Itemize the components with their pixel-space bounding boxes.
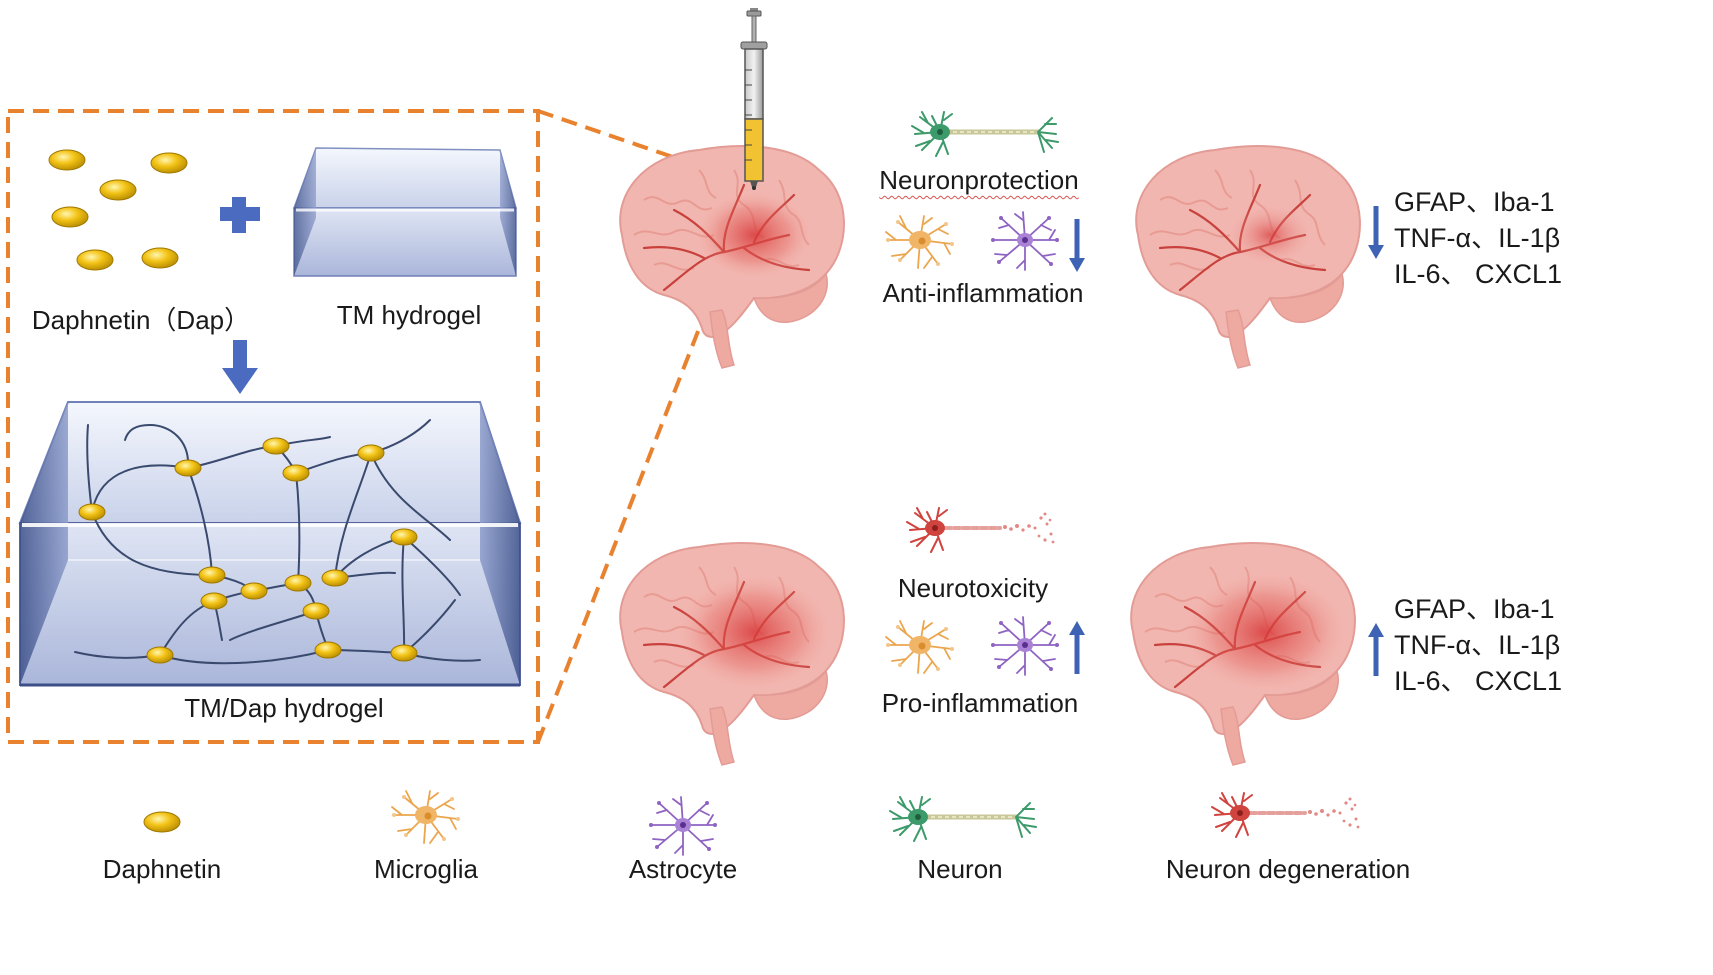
astrocyte-icon-upper <box>990 211 1060 271</box>
daphnetin-particles <box>48 149 188 271</box>
legend-daphnetin-icon <box>143 811 181 833</box>
zoom-line-top <box>537 109 756 187</box>
marker-line: IL-6、 CXCL1 <box>1394 259 1563 289</box>
legend-neuron-label: Neuron <box>917 854 1003 884</box>
marker-list-upper: GFAP、Iba-1 TNF-α、IL-1β IL-6、 CXCL1 <box>1394 184 1562 292</box>
neurotoxicity-label: Neurotoxicity <box>897 573 1049 603</box>
down-arrow-icon-markers <box>1368 206 1384 259</box>
marker-line: GFAP、Iba-1 <box>1394 594 1555 624</box>
brain-untreated-result <box>1130 541 1357 767</box>
down-arrow-icon-glia <box>1069 219 1085 272</box>
marker-line: IL-6、 CXCL1 <box>1394 666 1563 696</box>
pro-inflammation-label: Pro-inflammation <box>881 688 1079 718</box>
tm-dap-hydrogel-label: TM/Dap hydrogel <box>184 693 384 723</box>
combine-arrow-icon <box>222 340 258 394</box>
astrocyte-icon-lower <box>990 616 1060 676</box>
marker-line: TNF-α、IL-1β <box>1394 630 1561 660</box>
neuron-healthy-icon <box>912 112 1058 156</box>
brain-untreated <box>619 541 846 767</box>
brain-treated-injection <box>619 144 846 370</box>
marker-line: TNF-α、IL-1β <box>1394 223 1561 253</box>
anti-inflammation-label: Anti-inflammation <box>882 278 1084 308</box>
tm-hydrogel-cube <box>292 147 517 277</box>
legend-daphnetin-label: Daphnetin <box>102 854 222 884</box>
tm-hydrogel-label: TM hydrogel <box>336 300 482 330</box>
plus-icon <box>220 197 260 233</box>
daphnetin-dap-label: Daphnetin（Dap） <box>31 305 251 335</box>
marker-list-lower: GFAP、Iba-1 TNF-α、IL-1β IL-6、 CXCL1 <box>1394 591 1562 699</box>
legend-astrocyte-icon <box>648 796 718 856</box>
up-arrow-icon-glia <box>1069 621 1085 674</box>
brain-treated-result <box>1135 144 1362 370</box>
hydrogel-panel-border <box>6 109 540 744</box>
neuronprotection-label: Neuronprotection <box>879 165 1079 195</box>
legend-neuron-degeneration-icon <box>1210 791 1362 839</box>
tm-dap-hydrogel-box <box>18 401 522 687</box>
neuron-degeneration-icon <box>905 506 1057 554</box>
legend-neuron-icon <box>890 797 1036 841</box>
legend-microglia-label: Microglia <box>373 854 479 884</box>
microglia-icon-upper <box>885 215 955 269</box>
up-arrow-icon-markers <box>1368 623 1384 676</box>
microglia-icon-lower <box>885 620 955 674</box>
legend-neuron-degeneration-label: Neuron degeneration <box>1165 854 1411 884</box>
legend-microglia-icon <box>391 790 461 844</box>
marker-line: GFAP、Iba-1 <box>1394 187 1555 217</box>
syringe-icon <box>740 8 768 190</box>
legend-astrocyte-label: Astrocyte <box>628 854 738 884</box>
